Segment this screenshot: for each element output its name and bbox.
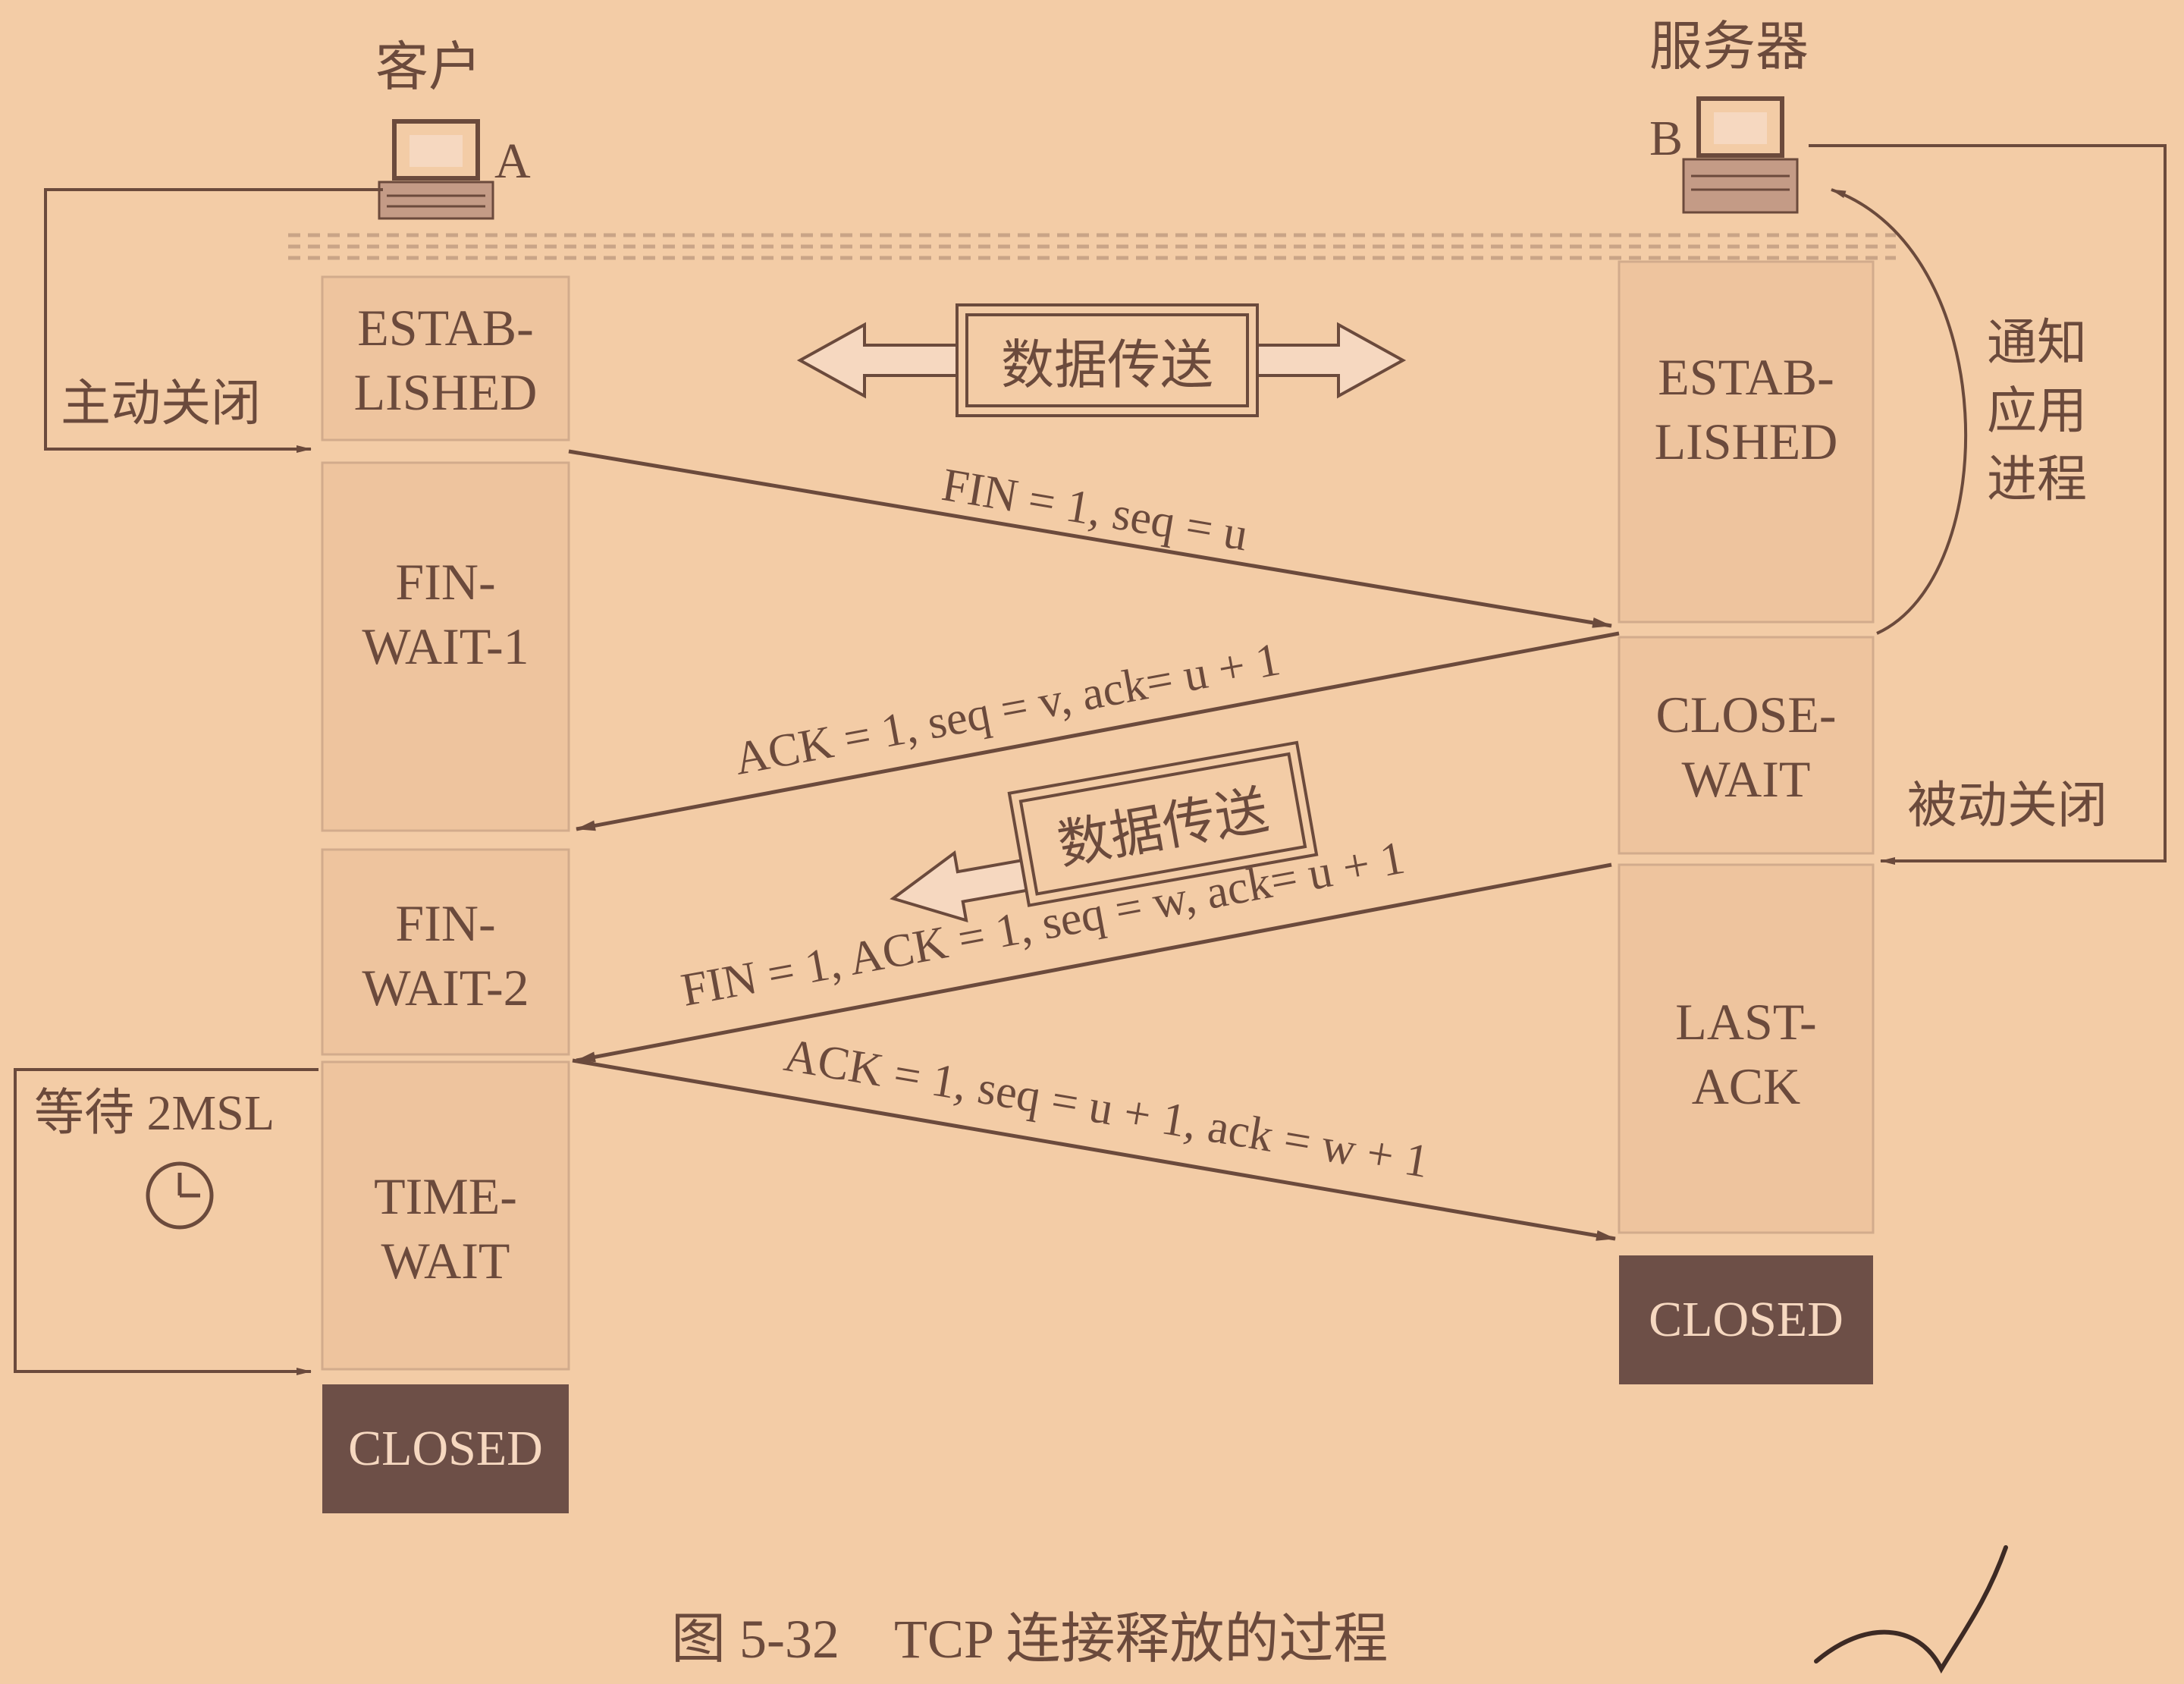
server-state-established-line1: ESTAB- [1658,348,1834,406]
notify-app-label-line3: 进程 [1987,452,2087,507]
passive-close-arrow [1809,144,2167,865]
active-close-label: 主动关闭 [61,376,261,432]
client-state-time-wait: TIME- WAIT [322,1153,569,1305]
client-state-fin-wait-1-line2: WAIT-1 [362,617,529,675]
data-transfer-label-top: 数据传送 [1001,336,1213,395]
server-letter: B [1649,111,1684,166]
client-state-fin-wait-1-line1: FIN- [395,553,496,611]
client-state-fin-wait-2-line1: FIN- [395,894,496,952]
client-state-established: ESTAB- LISHED [322,288,569,432]
client-state-fin-wait-1: FIN- WAIT-1 [322,531,569,698]
data-transfer-arrow-left [890,740,1319,923]
server-computer-icon [1682,96,1799,214]
server-state-closed: CLOSED [1619,1255,1873,1384]
client-state-closed: CLOSED [322,1384,569,1513]
client-state-fin-wait-2: FIN- WAIT-2 [322,876,569,1035]
network-link-dashed [288,233,1896,260]
server-state-close-wait: CLOSE- WAIT [1619,668,1873,827]
msg-arrow-ack-2 [572,1058,1616,1241]
figure-caption: 图 5-32 TCP 连接释放的过程 [671,1609,1389,1670]
server-title: 服务器 [1649,18,1809,77]
client-state-fin-wait-2-line2: WAIT-2 [362,959,529,1016]
server-state-established-line2: LISHED [1654,413,1838,470]
server-state-column [1618,260,1875,1234]
server-state-last-ack-line1: LAST- [1675,993,1817,1051]
client-letter: A [494,134,531,189]
server-state-close-wait-line2: WAIT [1681,750,1811,808]
msg-arrow-ack-1 [576,631,1620,831]
data-transfer-double-arrow [796,303,1407,417]
server-state-last-ack-line2: ACK [1691,1057,1801,1115]
active-close-arrow [44,188,383,453]
client-state-established-line2: LISHED [353,363,538,421]
client-state-time-wait-line2: WAIT [381,1232,510,1290]
server-state-established: ESTAB- LISHED [1619,334,1873,485]
wait-2msl-arrow [14,1068,318,1375]
handwritten-check-mark [1814,1545,2008,1674]
passive-close-label: 被动关闭 [1907,778,2107,834]
notify-app-label-line1: 通知 [1987,316,2087,371]
server-state-last-ack: LAST- ACK [1619,979,1873,1130]
msg-arrow-fin-1 [568,449,1612,628]
wait-2msl-label: 等待 2MSL [34,1085,275,1141]
clock-icon [146,1161,214,1230]
notify-app-arrow [1831,188,1968,635]
notify-app-label-line2: 应用 [1987,384,2087,439]
client-state-column [321,275,570,1371]
client-state-established-line1: ESTAB- [357,299,534,357]
msg-arrow-fin-2 [576,862,1612,1063]
client-title: 客户 [375,39,482,97]
client-computer-icon [378,119,494,220]
client-state-time-wait-line1: TIME- [374,1167,517,1225]
server-state-close-wait-line1: CLOSE- [1655,686,1837,743]
